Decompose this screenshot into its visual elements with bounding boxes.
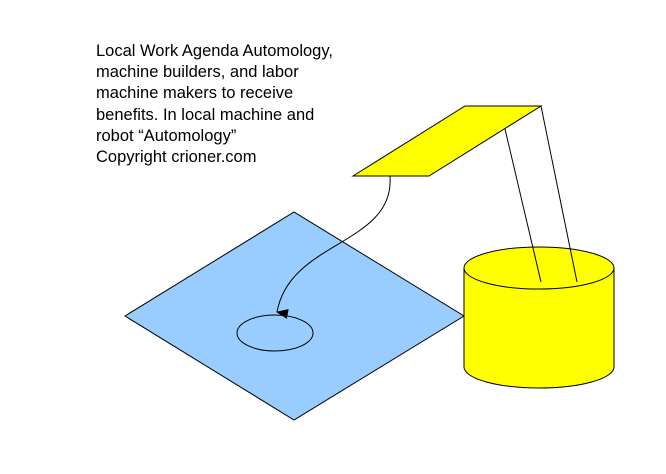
caption-line-3: machine makers to receive — [96, 84, 294, 103]
target-ellipse — [236, 314, 314, 352]
drum-top — [463, 246, 615, 290]
floor-diamond — [124, 211, 465, 421]
support-line-right — [540, 105, 578, 283]
panel-parallelogram — [351, 105, 543, 177]
drum-body — [463, 267, 615, 389]
caption-line-6: Copyright crioner.com — [96, 148, 257, 167]
caption-line-1: Local Work Agenda Automology, — [96, 42, 333, 60]
curved-arrow — [276, 175, 391, 319]
caption-line-4: benefits. In local machine and — [96, 105, 315, 124]
support-line-left — [504, 128, 542, 283]
caption-line-2: machine builders, and labor — [96, 63, 299, 82]
caption-line-5: robot “Automology” — [96, 126, 237, 145]
caption-text: Local Work Agenda Automology, machine bu… — [96, 41, 333, 168]
